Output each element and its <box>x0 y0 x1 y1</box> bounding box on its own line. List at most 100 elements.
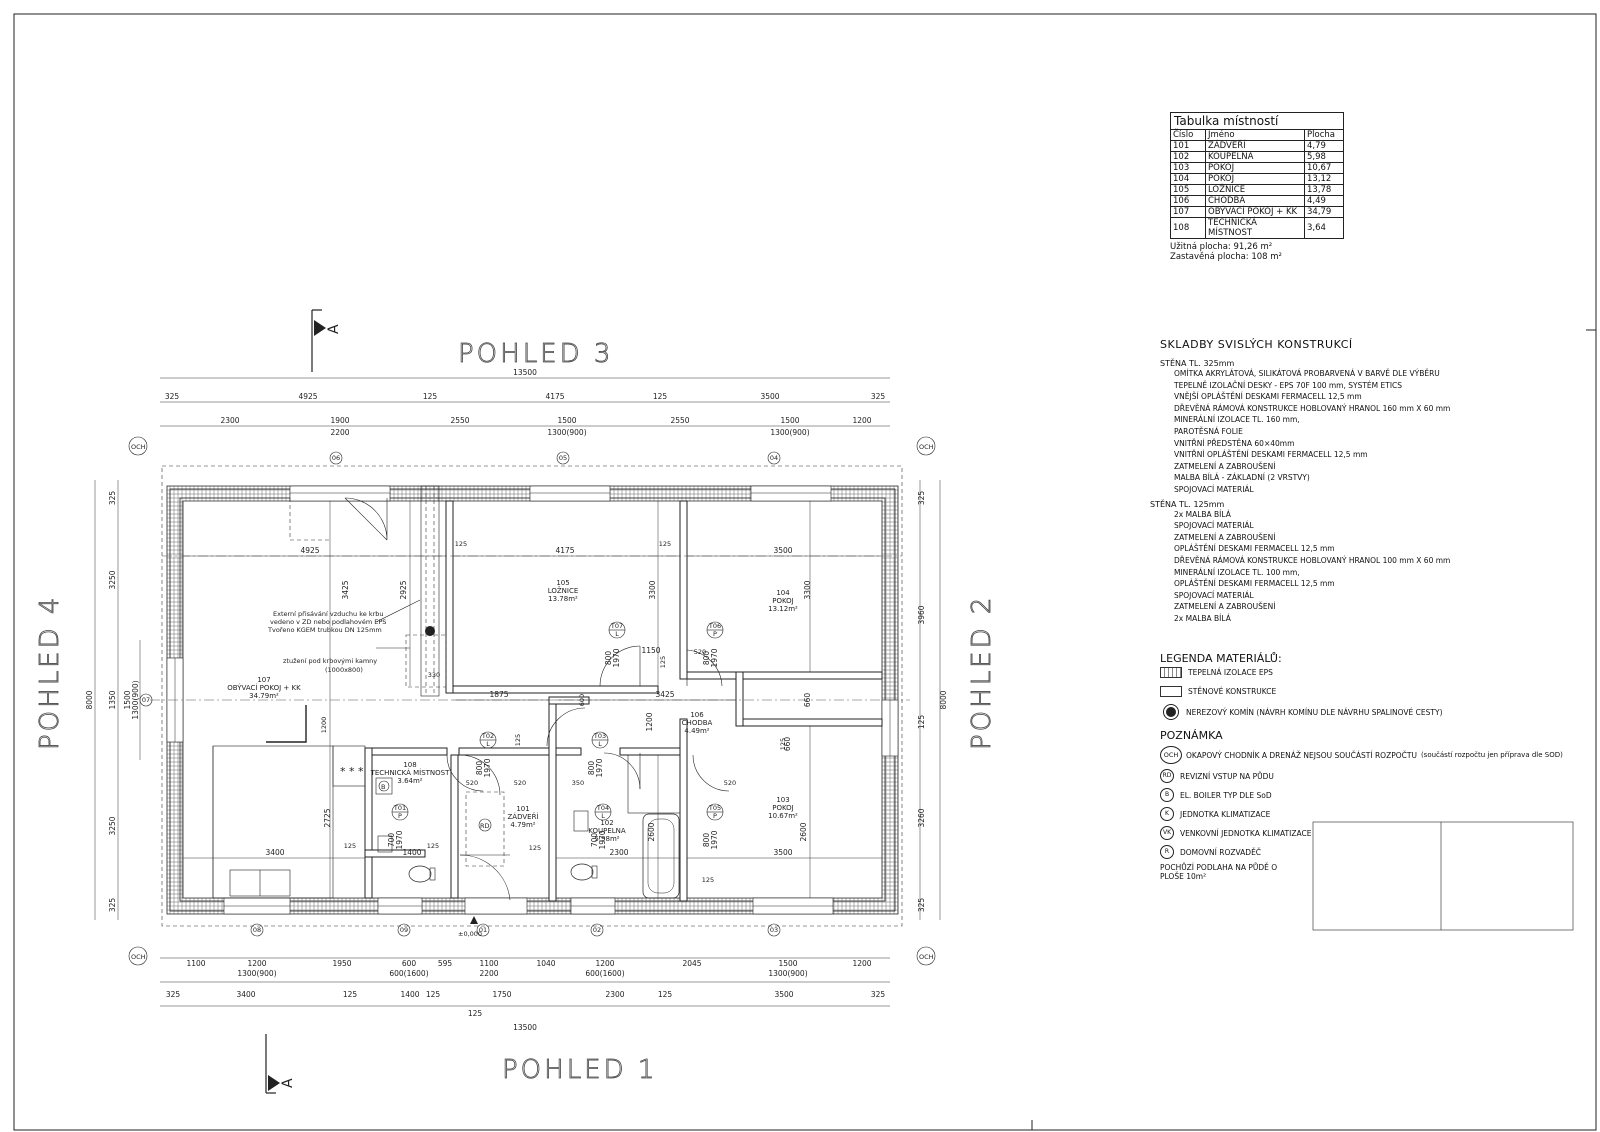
dimension-text: 125 <box>426 990 441 999</box>
grid-marker-label: 05 <box>559 454 567 462</box>
dimension-text: 1400 <box>402 848 421 857</box>
attic-access-symbol <box>478 818 492 832</box>
door-width: 800 <box>702 651 711 666</box>
dimension-text: 3400 <box>236 990 255 999</box>
room-108-name: TECHNICKÁ MÍSTNOST <box>370 768 451 777</box>
section-marker-bottom: A <box>265 1034 296 1094</box>
dimension-text: 1200 <box>320 717 328 734</box>
dimension-text: 125 <box>423 392 438 401</box>
dimension-text: 600(1600) <box>389 969 428 978</box>
dimension-text: 1300(900) <box>768 969 807 978</box>
grid-marker-label: 02 <box>593 926 601 934</box>
door-height: 1970 <box>710 648 719 667</box>
bath-sink <box>573 810 589 832</box>
grid-marker-label: 01 <box>479 926 487 934</box>
grid-marker-circle <box>250 923 264 937</box>
kitchen-stars: * * * <box>340 765 364 778</box>
room-table-cell: POKOJ <box>1205 173 1305 185</box>
attic-access-label: RD <box>480 822 490 830</box>
wall-layer-item: VNITŘNÍ OPLÁŠTĚNÍ DESKAMI FERMACELL 12,5… <box>1174 450 1368 460</box>
section-marker-top-label: A <box>326 324 342 334</box>
room-table-cell: 10,67 <box>1304 162 1344 174</box>
door-width: 800 <box>604 651 613 666</box>
dimension-text: 325 <box>108 898 117 913</box>
door-width: 800 <box>587 761 596 776</box>
dimension-text: 1950 <box>332 959 351 968</box>
dimension-text: 3500 <box>774 990 793 999</box>
wall-swatch-icon <box>1160 686 1182 697</box>
och-marker-label-br: OCH <box>919 953 934 961</box>
grid-marker-label: 03 <box>770 926 778 934</box>
dimension-text: 3260 <box>917 808 926 827</box>
grid-marker-circle <box>329 451 343 465</box>
dimension-text: 520 <box>466 779 478 787</box>
dimension-lines <box>94 377 941 1007</box>
dimension-text: 2045 <box>682 959 701 968</box>
room-table-cell: 13,12 <box>1304 173 1344 185</box>
note-text: JEDNOTKA KLIMATIZACE <box>1180 809 1271 819</box>
door-tag-id: T07 <box>610 622 623 630</box>
room-table-cell: 4,49 <box>1304 195 1344 207</box>
dimension-text: 350 <box>572 779 584 787</box>
door-tag-direction: P <box>713 812 717 820</box>
door-swings <box>289 497 730 901</box>
tech-sink <box>377 835 393 853</box>
dimension-text: 1040 <box>536 959 555 968</box>
dimension-text: 325 <box>871 392 886 401</box>
dimension-text: 2300 <box>609 848 628 857</box>
room-table-cell: 107 <box>1170 206 1206 218</box>
room-label-105: 105 LOŽNICE 13.78m² <box>548 579 579 603</box>
room-105-number: 105 <box>556 579 569 587</box>
wall-layer-item: TEPELNĚ IZOLAČNÍ DESKY - EPS 70F 100 mm,… <box>1174 380 1403 390</box>
note-symbol-icon: R <box>1160 845 1174 859</box>
door-tag-id: T04 <box>596 804 609 812</box>
room-table-cell: TECHNICKÁ MÍSTNOST <box>1205 217 1305 239</box>
door-tag-id: T02 <box>481 732 494 740</box>
room-102-area: 5.98m² <box>594 835 619 843</box>
legend-chimney-row: NEREZOVÝ KOMÍN (NÁVRH KOMÍNU DLE NÁVRHU … <box>1160 704 1590 720</box>
och-marker-label-bl: OCH <box>131 953 146 961</box>
hearth-note-2: (1000x800) <box>325 666 363 674</box>
room-table-cell: LOŽNICE <box>1205 184 1305 196</box>
room-table-cell: 105 <box>1170 184 1206 196</box>
dimension-text: 4925 <box>300 546 319 555</box>
dimension-text: 3500 <box>773 848 792 857</box>
view-label-top: POHLED 3 <box>458 339 613 369</box>
toilet-koupelna <box>570 863 598 881</box>
door-tag-direction: L <box>598 740 602 748</box>
note-text: REVIZNÍ VSTUP NA PŮDU <box>1180 771 1274 781</box>
dimension-text: 3500 <box>773 546 792 555</box>
toilet-technicka <box>408 865 436 883</box>
note-text: EL. BOILER TYP DLE SoD <box>1180 790 1272 800</box>
note-symbol-icon: VK <box>1160 826 1174 840</box>
view-label-right: POHLED 2 <box>967 595 997 750</box>
room-table-header-cell: Plocha <box>1304 129 1344 141</box>
door-height: 1970 <box>710 830 719 849</box>
door-width: 700 <box>590 833 599 848</box>
legend-eps-row: TEPELNÁ IZOLACE EPS <box>1160 667 1590 678</box>
entrance-arrow-icon <box>470 916 478 924</box>
dimension-text: 1200 <box>247 959 266 968</box>
room-table-cell: 106 <box>1170 195 1206 207</box>
dimension-text: 1300(900) <box>547 428 586 437</box>
dimension-text: 2725 <box>323 808 332 827</box>
room-107-name: OBÝVACÍ POKOJ + KK <box>227 683 301 692</box>
room-103-number: 103 <box>776 796 789 804</box>
wall-layer-item: OPLÁŠTĚNÍ DESKAMI FERMACELL 12,5 mm <box>1174 544 1335 554</box>
room-label-102: 102 KOUPELNA 5.98m² <box>588 819 626 843</box>
wall-layer-item: DŘEVĚNÁ RÁMOVÁ KONSTRUKCE HOBLOVANÝ HRAN… <box>1174 555 1451 565</box>
och-marker-label-tl: OCH <box>131 443 146 451</box>
room-table-header-row: Číslo Jméno Plocha <box>1170 129 1344 141</box>
dimension-text: 325 <box>917 491 926 506</box>
dimension-text: 520 <box>724 779 736 787</box>
wall-layer-item: ZATMELENÍ A ZABROUŠENÍ <box>1174 461 1276 471</box>
dimension-text: 125 <box>653 392 668 401</box>
door-tag-id: T06 <box>708 622 721 630</box>
door-width: 700 <box>387 833 396 848</box>
